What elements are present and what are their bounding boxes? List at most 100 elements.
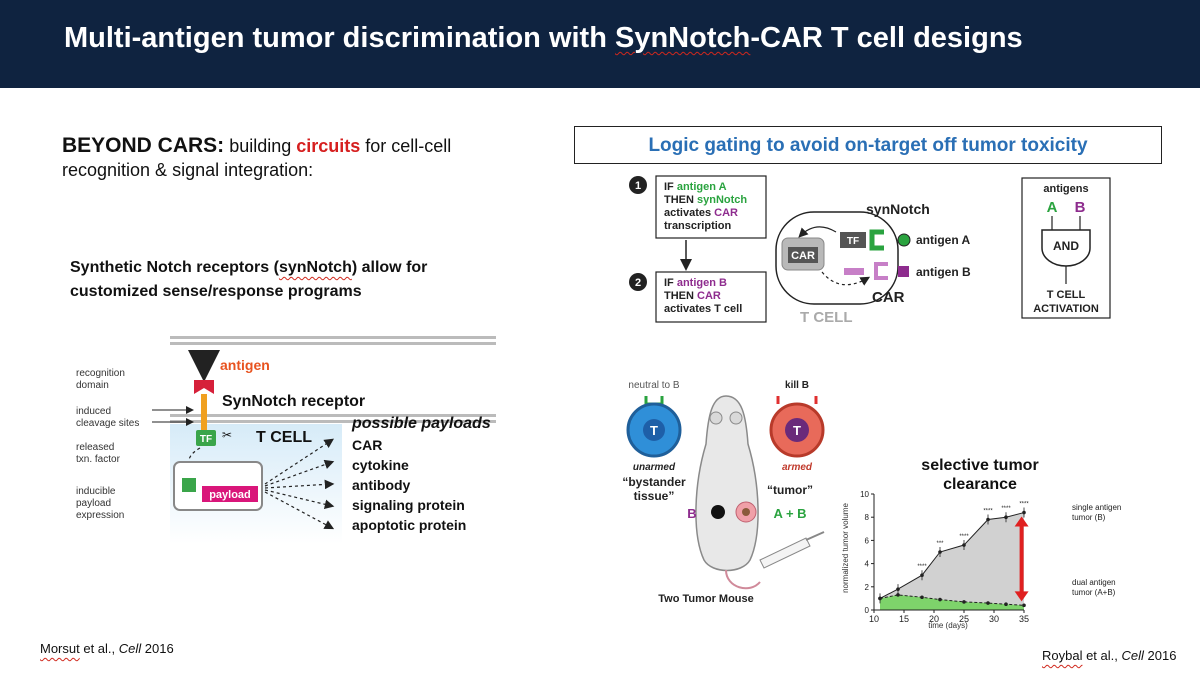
step2-box (655, 271, 767, 323)
synnotch-description: Synthetic Notch receptors (synNotch) all… (70, 256, 510, 304)
payload-item: CAR (352, 437, 382, 453)
difference-arrowhead (1014, 591, 1029, 602)
step2-line: activates T cell (664, 303, 742, 315)
dual-antigen-point (1004, 602, 1008, 606)
single-antigen-point (962, 543, 966, 547)
y-tick-label: 6 (865, 536, 870, 545)
gate-title: antigens (1043, 183, 1088, 195)
dual-antigen-point (920, 595, 924, 600)
tcell-label: T CELL (800, 309, 853, 326)
significance-label: **** (1001, 506, 1011, 512)
series-label-line: tumor (A+B) (1072, 588, 1116, 597)
x-tick-label: 15 (899, 614, 909, 624)
car-expression-arrow (821, 271, 871, 286)
y-tick-label: 4 (865, 560, 870, 569)
title-synnotch: SynNotch (615, 22, 751, 54)
side-label: recognition (76, 368, 125, 379)
single-antigen-point (1004, 515, 1008, 519)
tf-label: TF (200, 434, 212, 445)
tumor-clearance-chart: selective tumor clearance **************… (841, 457, 1039, 630)
significance-label: **** (983, 509, 993, 515)
gate-input-a: A (1047, 199, 1058, 216)
y-tick-label: 0 (865, 606, 870, 615)
mouse-tail (725, 569, 761, 590)
side-label: released (76, 442, 114, 453)
membrane (170, 414, 496, 417)
payload-item: signaling protein (352, 497, 465, 513)
side-label: inducible (76, 486, 116, 497)
payload-item: cytokine (352, 457, 409, 473)
step2-line: IF antigen B (664, 277, 727, 289)
payload-arrow (264, 438, 335, 485)
desc-text: Synthetic Notch receptors ( (70, 259, 279, 276)
difference-arrowhead (1014, 516, 1029, 527)
syringe-icon (759, 537, 811, 569)
dual-antigen-line (879, 594, 1025, 606)
syringe-plunger (805, 531, 825, 541)
x-tick-label: 25 (959, 614, 969, 624)
gate-output-label: T CELL (1047, 289, 1086, 301)
membrane-top (170, 336, 496, 339)
cite-author: Morsut (40, 641, 80, 656)
text-span: THEN (664, 290, 697, 302)
single-antigen-point (938, 550, 942, 554)
cite-year: 2016 (141, 641, 174, 656)
car-gene-box (788, 247, 818, 263)
payload-item: apoptotic protein (352, 517, 466, 533)
car-stalk (844, 268, 864, 275)
slide-title: Multi-antigen tumor discrimination with … (64, 22, 1023, 55)
two-tumor-mouse-diagram: neutral to B kill B T unarmed T armed “b… (622, 380, 825, 605)
step2-line: THEN CAR (664, 290, 721, 302)
side-label: cleavage sites (76, 418, 139, 429)
neutral-label: neutral to B (628, 380, 679, 391)
dual-antigen-point (1022, 603, 1026, 608)
armed-nucleus (785, 418, 809, 442)
tf-box (840, 232, 866, 248)
synnotch-span: synNotch (697, 194, 747, 206)
tf-arrow (798, 226, 837, 238)
y-tick-label: 10 (860, 490, 869, 499)
car-icon (776, 396, 818, 404)
dual-antigen-point (938, 597, 942, 602)
mouse-caption: Two Tumor Mouse (658, 593, 754, 605)
desc-text: ) allow for customized sense/response pr… (70, 259, 428, 300)
cite-text: et al., (1082, 648, 1122, 663)
text-span: activates (664, 207, 714, 219)
tf-label: TF (847, 236, 859, 247)
beyond-cars-bold: BEYOND CARS: (62, 134, 225, 157)
significance-label: **** (1019, 502, 1029, 508)
cite-text: et al., (79, 641, 119, 656)
antigen-a-dot (897, 233, 911, 247)
x-tick-label: 30 (989, 614, 999, 624)
payload-block (202, 486, 258, 502)
synnotch-receptor (869, 229, 884, 251)
step2-number: 2 (635, 277, 641, 289)
x-tick-label: 35 (1019, 614, 1029, 624)
beyond-text: for cell-cell recognition & signal integ… (62, 136, 452, 180)
step1-line: transcription (664, 220, 732, 232)
car-gene-label: CAR (791, 250, 815, 262)
cite-author: Roybal (1042, 648, 1083, 663)
step1-badge (629, 176, 647, 194)
possible-payloads-title: possible payloads (351, 415, 491, 432)
scissors-icon: ✂ (222, 428, 232, 442)
unarmed-label: unarmed (633, 462, 676, 473)
recognition-domain (194, 380, 214, 394)
y-axis-label: normalized tumor volume (841, 503, 850, 593)
series-label-line: tumor (B) (1072, 513, 1106, 522)
tumor-label: “tumor” (767, 483, 813, 497)
gate-input-b: B (1075, 199, 1086, 216)
payload-arrow (264, 491, 335, 530)
single-antigen-point (1022, 510, 1026, 515)
step1-line: THEN synNotch (664, 194, 747, 206)
side-label: expression (76, 510, 124, 521)
gate-output-label: ACTIVATION (1033, 303, 1099, 315)
side-label: induced (76, 406, 111, 417)
antigen-b-square (898, 266, 909, 277)
title-part: Multi-antigen tumor discrimination with (64, 22, 615, 54)
bystander-tumor (711, 505, 725, 519)
mouse-body (695, 395, 759, 572)
receptor-stalk (201, 394, 207, 436)
